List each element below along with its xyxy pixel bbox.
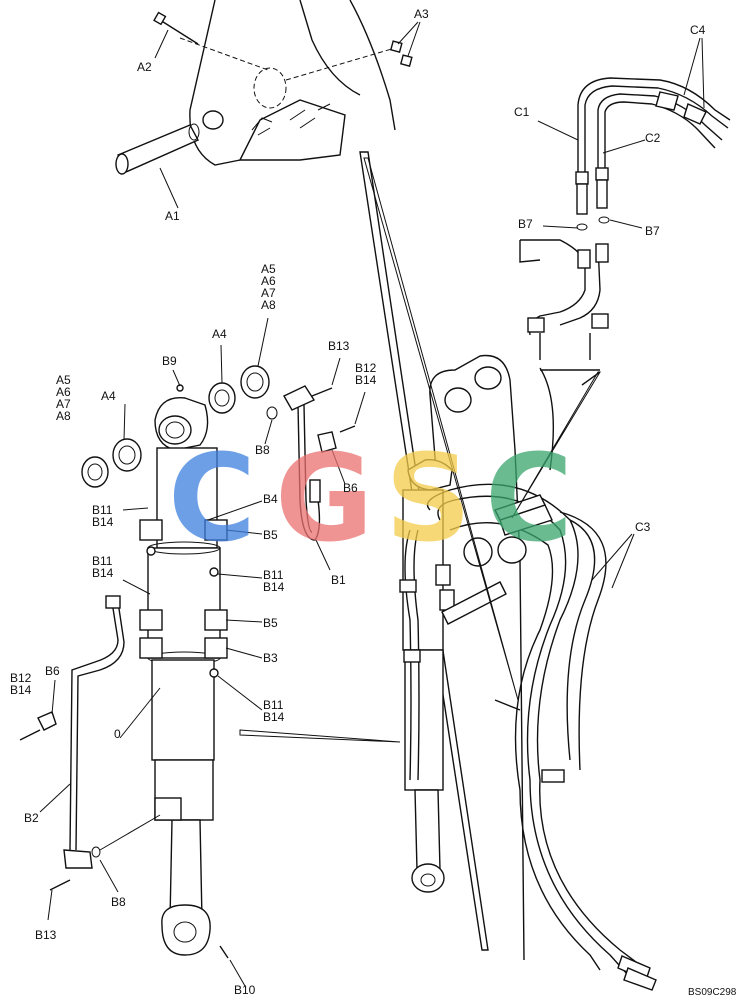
label-c3: C3 (635, 520, 651, 534)
label-b7-right: B7 (645, 224, 660, 238)
label-b10: B10 (234, 983, 256, 997)
label-b5-upper: B5 (263, 528, 278, 542)
label-b11-b14-3: B11 B14 (263, 568, 285, 594)
label-a4-lower: A4 (101, 389, 116, 403)
label-b11-b14-1: B11 B14 (92, 503, 114, 529)
watermark-letter-3: S (385, 430, 472, 569)
boom-top-assembly (115, 0, 421, 209)
label-b13-upper: B13 (328, 339, 350, 353)
label-c2: C2 (645, 131, 661, 145)
watermark-letter-4: C (485, 430, 574, 569)
cylinder-assembly (19, 317, 366, 987)
label-b1: B1 (331, 573, 346, 587)
label-b9: B9 (162, 354, 177, 368)
label-b11-b14-2: B11 B14 (92, 554, 114, 580)
label-b5-lower: B5 (263, 616, 278, 630)
watermark-letter-2: G (275, 430, 374, 569)
label-b11-b14-4: B11 B14 (263, 698, 285, 724)
label-b3: B3 (263, 651, 278, 665)
label-zero: 0 (114, 727, 121, 741)
label-a5-a8-lower: A5 A6 A7 A8 (56, 373, 71, 423)
label-b4: B4 (263, 492, 278, 506)
label-c4: C4 (690, 23, 706, 37)
label-b8-lower: B8 (111, 895, 126, 909)
label-c1: C1 (514, 105, 530, 119)
boom-assembled (239, 151, 657, 991)
label-b12-b14-upper: B12 B14 (355, 361, 377, 387)
label-b6-lower: B6 (45, 664, 60, 678)
label-b12-b14-lower: B12 B14 (10, 671, 32, 697)
hose-detail-assembly (519, 37, 731, 360)
label-a4-upper: A4 (212, 327, 227, 341)
drawing-code: BS09C298 (688, 987, 737, 998)
label-b2: B2 (24, 811, 39, 825)
label-b6-upper: B6 (343, 481, 358, 495)
label-b7-left: B7 (518, 217, 533, 231)
watermark-letter-1: C (168, 430, 257, 569)
label-a5-a8-upper: A5 A6 A7 A8 (261, 262, 276, 312)
label-a3: A3 (414, 7, 429, 21)
label-b13-lower: B13 (35, 928, 57, 942)
label-a1: A1 (165, 209, 180, 223)
label-b8-upper: B8 (255, 443, 270, 457)
label-a2: A2 (137, 60, 152, 74)
